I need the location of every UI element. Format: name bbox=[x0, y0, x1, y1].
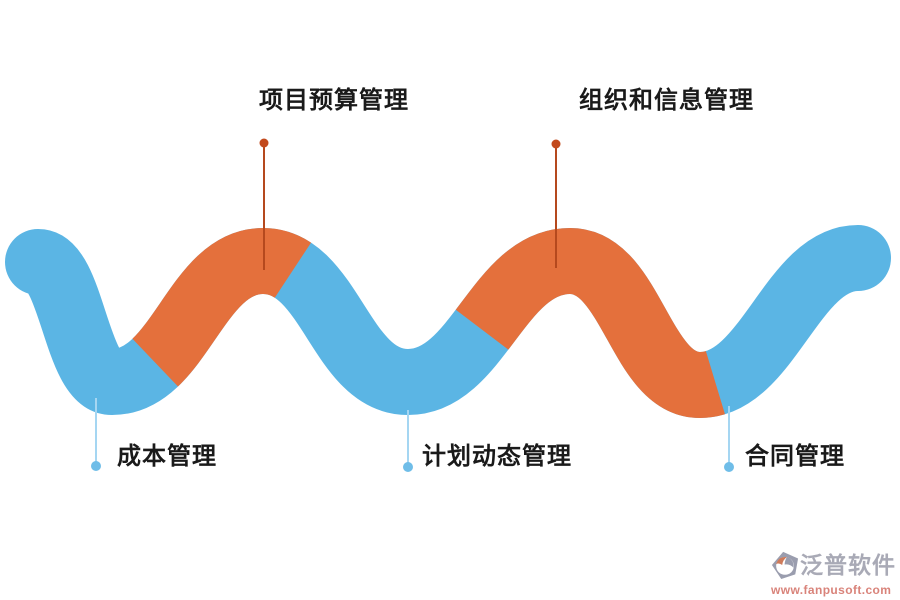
stage-label-cost: 成本管理 bbox=[117, 443, 217, 470]
stage-label-organization: 组织和信息管理 bbox=[579, 87, 754, 114]
connector-cost-dot bbox=[91, 461, 101, 471]
stage-label-budget: 项目预算管理 bbox=[259, 87, 409, 114]
connector-contract bbox=[724, 406, 734, 472]
connector-org bbox=[551, 139, 561, 268]
brand-name: 泛普软件 bbox=[800, 551, 896, 578]
connector-org-dot bbox=[551, 139, 561, 149]
brand-url: www.fanpusoft.com bbox=[771, 583, 892, 597]
connector-contract-dot bbox=[724, 462, 734, 472]
connector-plan-dot bbox=[403, 462, 413, 472]
stage-label-plan: 计划动态管理 bbox=[422, 443, 572, 470]
brand-watermark: 泛普软件 www.fanpusoft.com bbox=[771, 549, 896, 597]
connector-cost bbox=[91, 398, 101, 471]
stage-label-contract: 合同管理 bbox=[745, 443, 845, 470]
connector-budget bbox=[259, 138, 269, 270]
fanpu-swirl-gem-icon bbox=[771, 551, 799, 579]
connector-plan bbox=[403, 410, 413, 472]
connector-budget-dot bbox=[259, 138, 269, 148]
wave-orange-segments bbox=[24, 225, 862, 419]
